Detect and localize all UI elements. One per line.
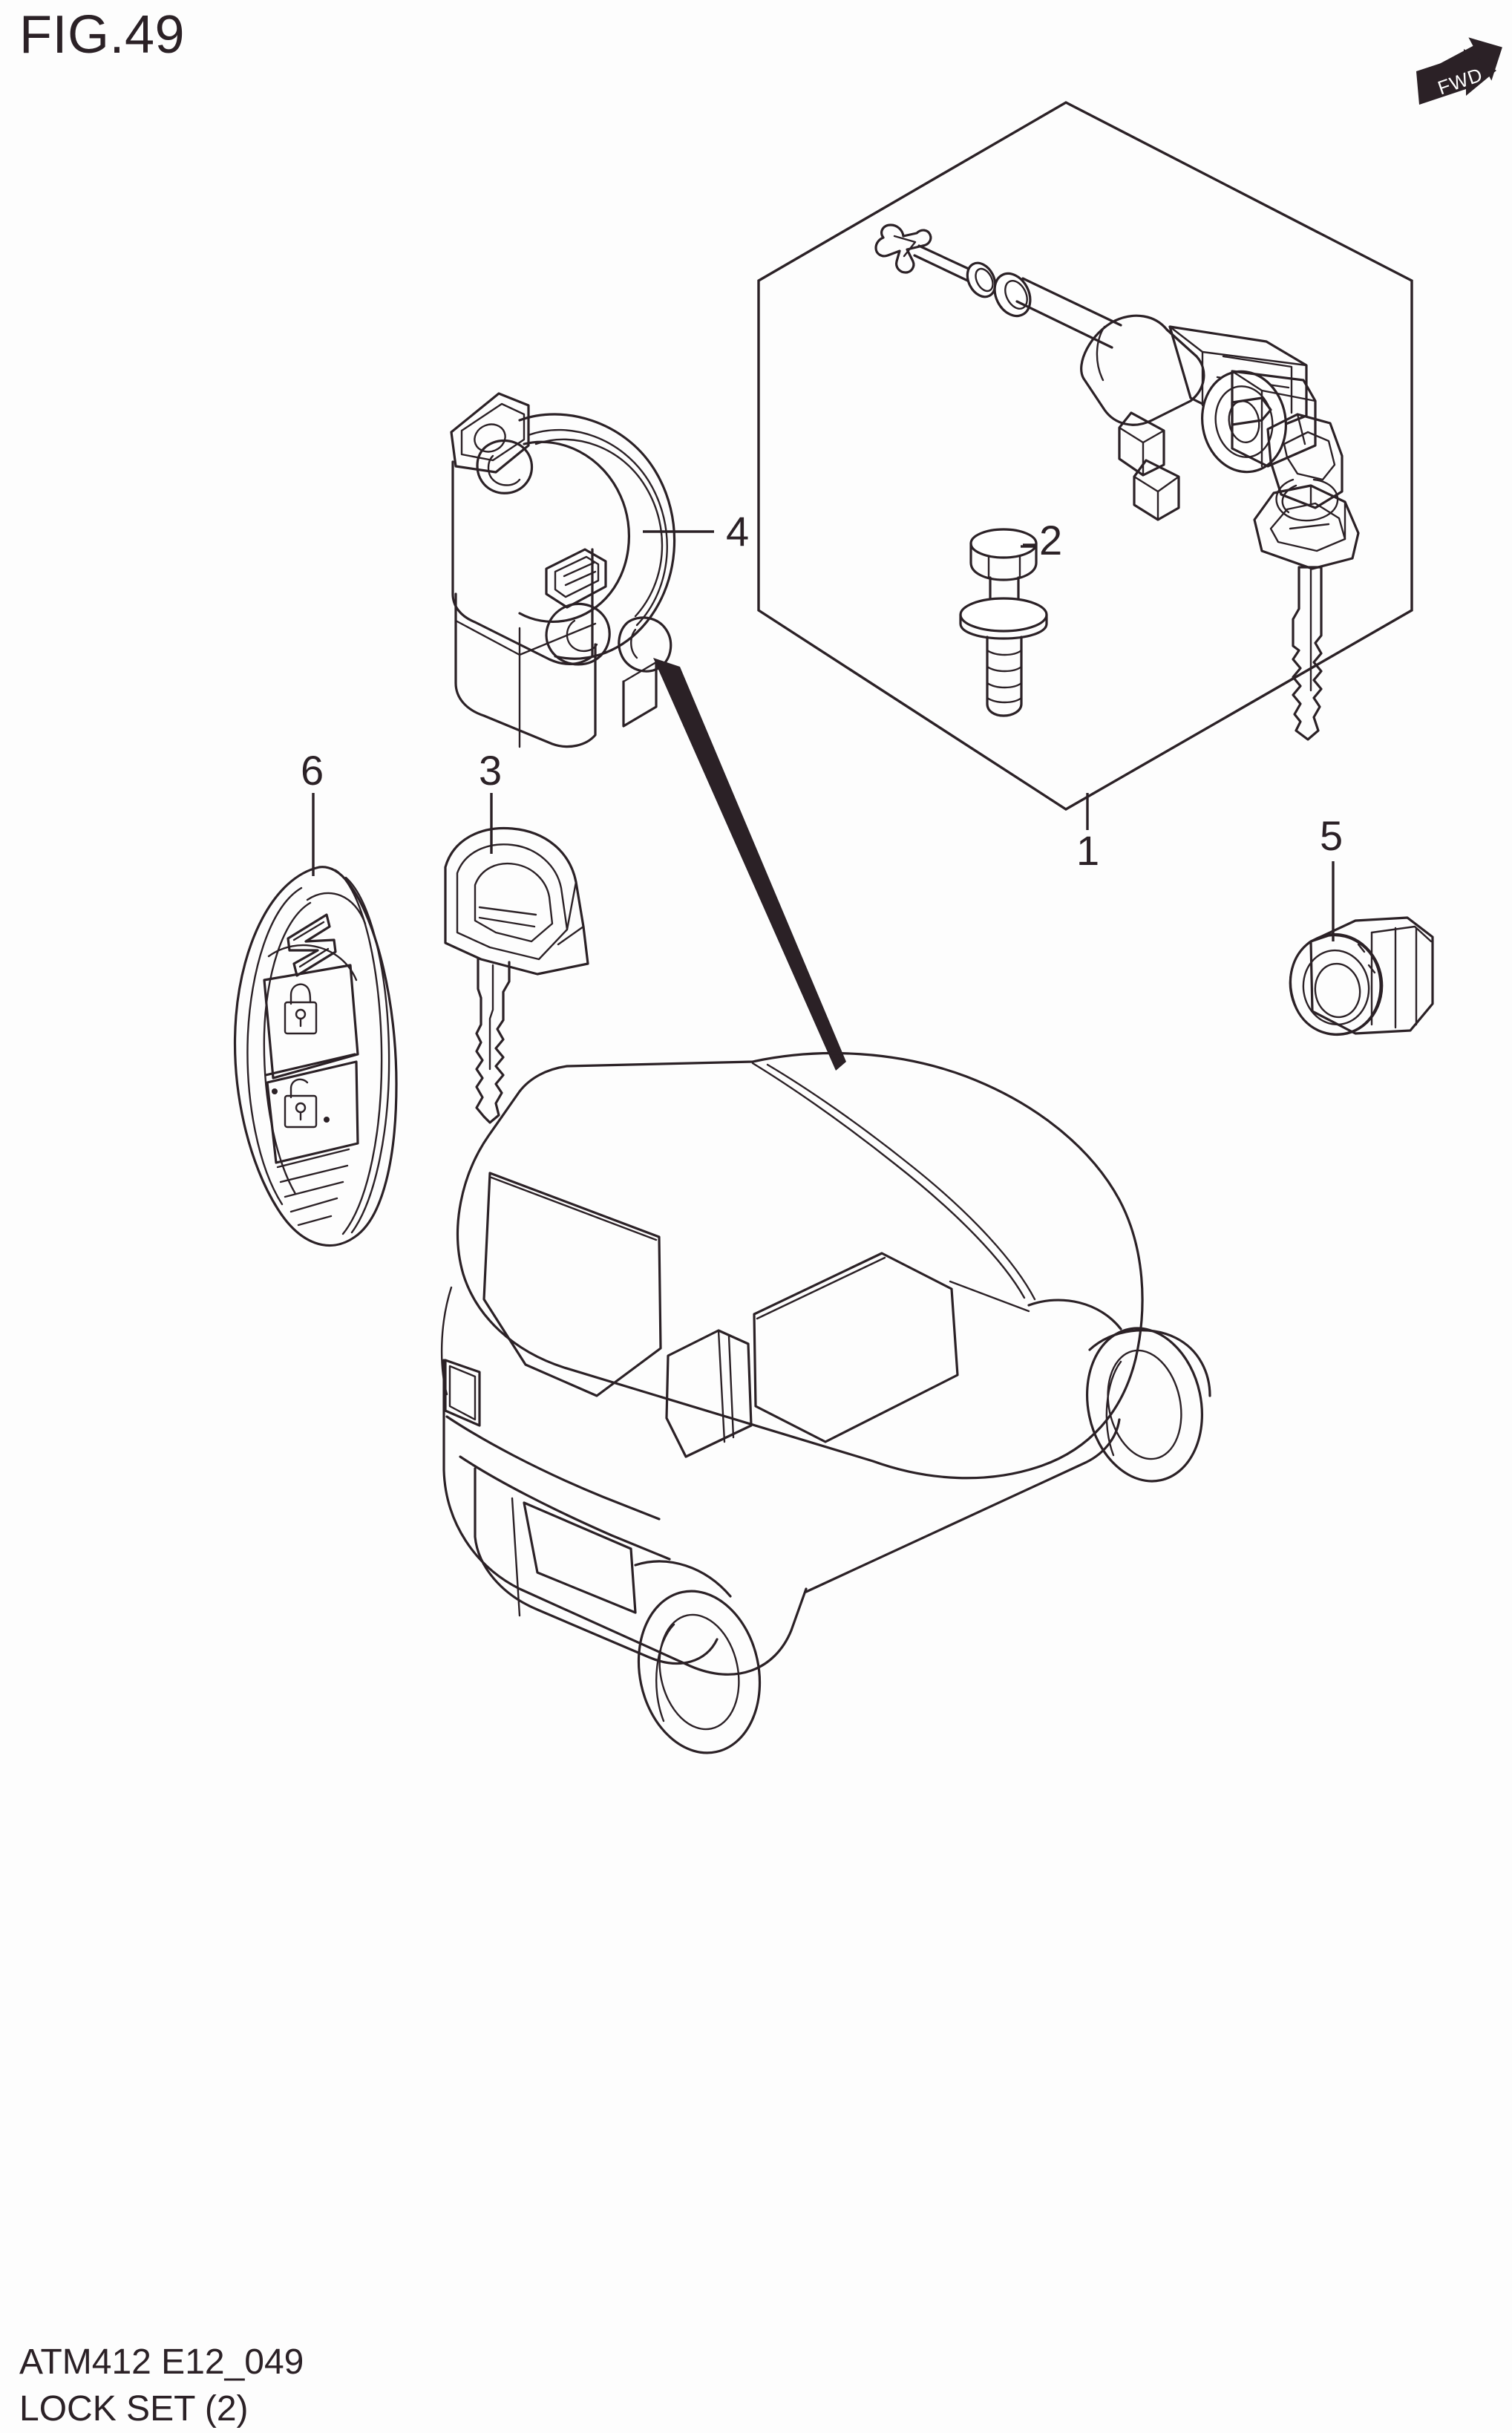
shear-bolt (959, 528, 1048, 717)
ignition-lock-cylinder (874, 223, 1317, 521)
steering-lock-housing (450, 392, 676, 748)
lock-set-assembly-hexagon (757, 101, 1413, 811)
callout-number-3: 3 (479, 747, 503, 794)
callout-number-5: 5 (1320, 812, 1344, 859)
callout-number-6: 6 (301, 747, 324, 794)
smart-key-transmitter (233, 866, 398, 1247)
location-pointer-wedge (653, 658, 846, 1071)
vehicle-body-outline (440, 1051, 1211, 1754)
key-blade (444, 826, 589, 1124)
footer: ATM412 E12_049 LOCK SET (2) (19, 2339, 304, 2433)
footer-part-code: ATM412 E12_049 (19, 2342, 304, 2382)
unlock-button-icon (272, 1078, 330, 1129)
footer-figure-name: LOCK SET (2) (19, 2389, 249, 2429)
lock-cylinder-bezel (1289, 916, 1434, 1036)
callout-number-2: 2 (1039, 517, 1063, 564)
lock-button-icon (284, 983, 318, 1035)
fwd-arrow-icon: FWD (1416, 37, 1502, 105)
callout-number-1: 1 (1076, 827, 1100, 874)
callout-number-4: 4 (726, 508, 750, 555)
key-ring-with-two-keys (1253, 413, 1360, 741)
page-title: FIG.49 (19, 5, 186, 65)
